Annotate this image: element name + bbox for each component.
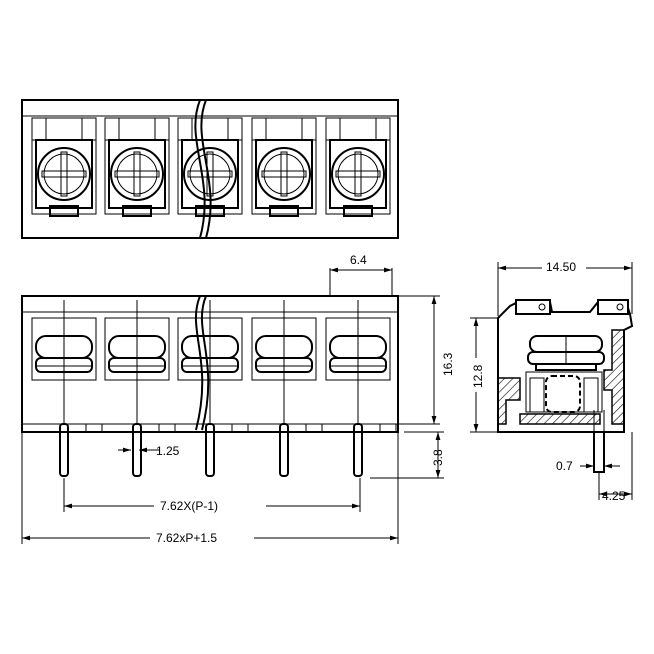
- side-pin: [593, 431, 605, 473]
- top-terminal: [31, 117, 97, 217]
- front-view: [21, 295, 399, 477]
- dim-height-label: 16.3: [441, 352, 455, 376]
- pin: [205, 423, 215, 477]
- screw-circle-icon: [257, 147, 311, 201]
- dim-pin-offset-label: 4.25: [602, 489, 626, 503]
- top-break-line: [194, 99, 206, 239]
- front-terminal: [325, 300, 397, 477]
- dim-pin-offset: 4.25: [598, 432, 633, 503]
- dim-pitch: 6.4: [329, 253, 393, 296]
- dim-pin-span-label: 7.62X(P-1): [160, 499, 218, 513]
- top-view-outline: [21, 99, 399, 239]
- front-terminal: [104, 300, 176, 477]
- dim-pin-span: 7.62X(P-1): [63, 478, 361, 513]
- dim-side-height: 12.8: [468, 317, 498, 433]
- side-hatch-left: [497, 377, 521, 425]
- dim-depth: 14.50: [497, 259, 633, 316]
- top-view: [21, 99, 399, 239]
- side-view: [497, 299, 634, 473]
- side-latch-left: [515, 299, 551, 315]
- dim-pin-width: 1.25: [118, 444, 180, 458]
- dim-overall-length-label: 7.62xP+1.5: [156, 531, 217, 545]
- dim-pin-thickness-label: 0.7: [556, 459, 573, 473]
- dim-side-height-label: 12.8: [471, 364, 485, 388]
- front-break-line: [194, 295, 204, 431]
- pin: [279, 423, 289, 477]
- side-hatch-bottom: [519, 413, 601, 425]
- dim-height: 16.3: [398, 295, 455, 425]
- dim-pin-length-label: 3.8: [431, 449, 445, 466]
- screw-circle-icon: [110, 147, 164, 201]
- dim-pin-length: 3.8: [370, 431, 445, 479]
- top-terminal: [104, 117, 170, 217]
- side-latch-right: [597, 299, 629, 315]
- pin: [59, 423, 69, 477]
- screw-circle-icon: [331, 147, 385, 201]
- front-terminal-row: [31, 300, 397, 477]
- pin: [353, 423, 363, 477]
- dim-pin-width-label: 1.25: [156, 444, 180, 458]
- dim-pitch-label: 6.4: [350, 253, 367, 267]
- front-terminal: [251, 300, 323, 477]
- top-terminal: [251, 117, 317, 217]
- dim-depth-label: 14.50: [546, 260, 576, 274]
- top-terminal: [325, 117, 391, 217]
- screw-circle-icon: [37, 147, 91, 201]
- front-terminal: [177, 300, 249, 477]
- front-terminal: [31, 300, 103, 477]
- side-hatch-right: [603, 329, 625, 425]
- dim-pin-thickness: 0.7: [556, 459, 620, 473]
- dim-overall-length: 7.62xP+1.5: [21, 432, 399, 545]
